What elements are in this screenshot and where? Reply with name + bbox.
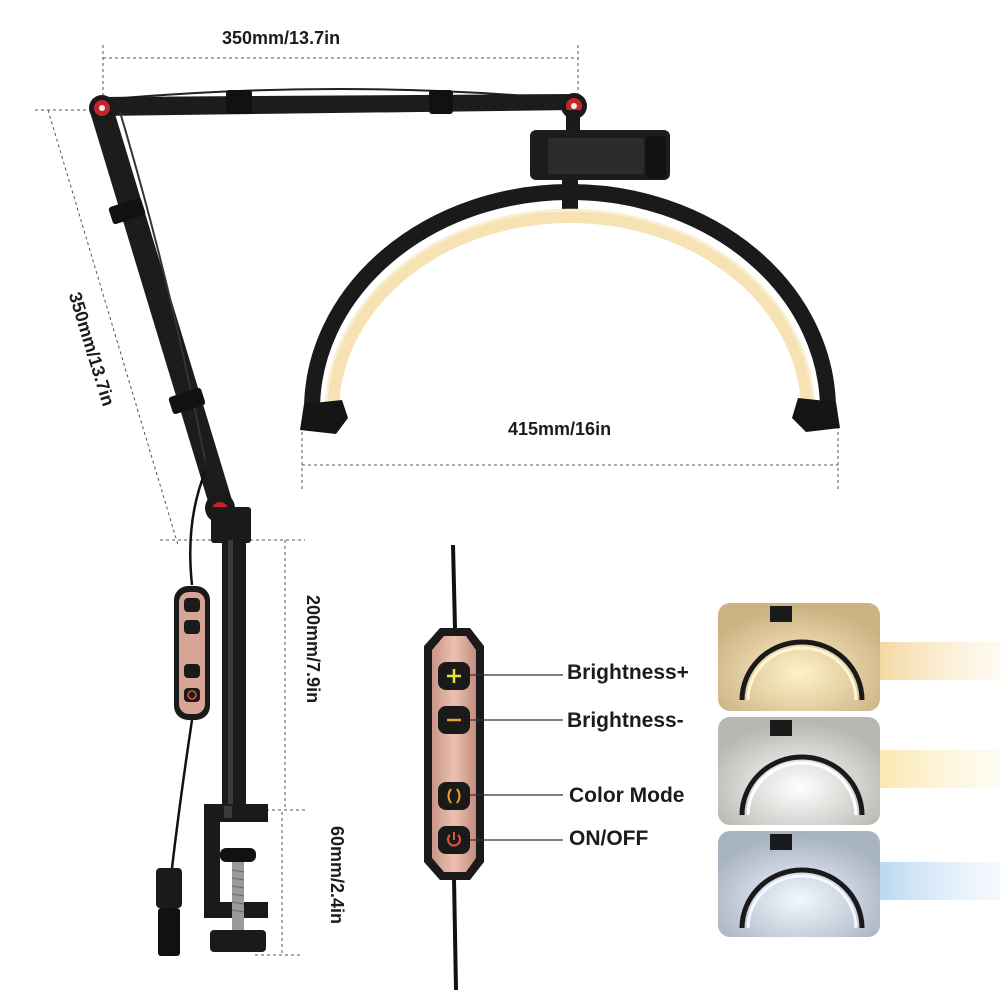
color-mode-neutral [718, 717, 1000, 825]
brightness-plus-label: Brightness+ [567, 661, 689, 684]
clamp-height-dimension: 60mm/2.4in [327, 826, 347, 925]
lamp-width-dimension: 415mm/16in [508, 419, 612, 439]
brightness-plus-button [438, 662, 470, 690]
power-label: ON/OFF [569, 827, 649, 850]
mini-controller [174, 586, 210, 720]
half-moon-lamp [300, 184, 840, 434]
color-mode-cool [718, 831, 1000, 937]
top-arm-dimension: 350mm/13.7in [222, 28, 341, 48]
color-mode-warm [718, 603, 1000, 711]
color-mode-label: Color Mode [569, 784, 685, 807]
dc-plug [156, 868, 182, 956]
top-arm [98, 88, 576, 116]
cable [170, 469, 208, 869]
stand-pole [211, 507, 251, 810]
color-mode-button [438, 782, 470, 810]
power-button [438, 826, 470, 854]
brightness-minus-label: Brightness- [567, 709, 684, 732]
large-controller [424, 544, 484, 991]
callout-lines [470, 674, 563, 841]
brightness-minus-button [438, 706, 470, 734]
diagonal-arm [90, 104, 232, 508]
desk-clamp [204, 804, 268, 952]
joint-top-left [89, 95, 115, 121]
pole-height-dimension: 200mm/7.9in [303, 595, 323, 704]
